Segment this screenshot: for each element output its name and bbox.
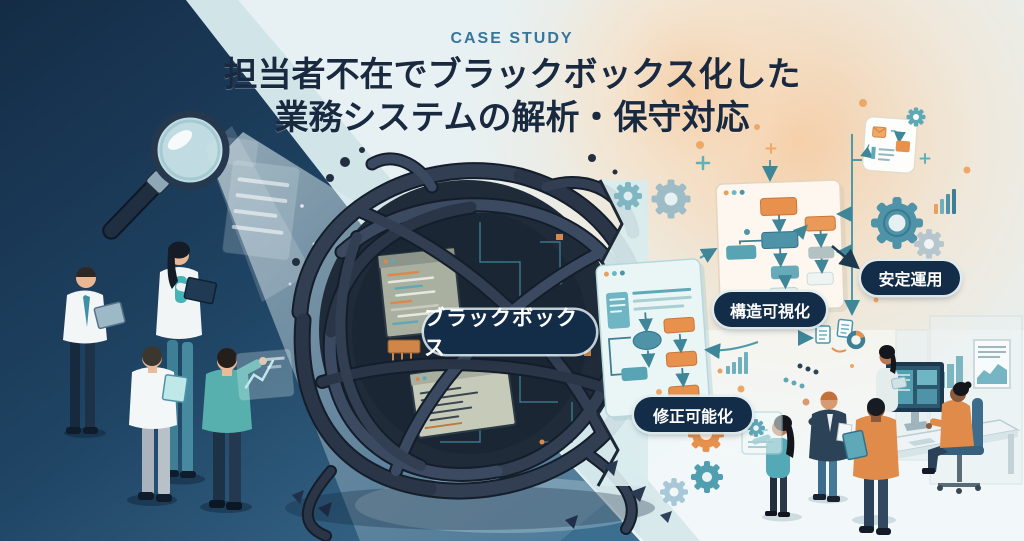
blackbox-label: ブラックボックス bbox=[424, 307, 596, 360]
donut-chart-icon bbox=[846, 330, 866, 350]
bar-chart-icon bbox=[934, 189, 956, 214]
gear-icon bbox=[747, 419, 765, 437]
ink-splashes bbox=[292, 147, 618, 266]
person-engineer-pointing bbox=[200, 348, 267, 513]
person-analyst-tablet bbox=[63, 267, 126, 438]
structure-visualization-label: 構造可視化 bbox=[714, 292, 826, 327]
debris bbox=[292, 460, 672, 529]
hologram-chart-screen bbox=[235, 349, 295, 401]
gear-icon bbox=[914, 229, 944, 259]
arrow-back-left bbox=[704, 341, 759, 360]
accent-dots bbox=[656, 99, 971, 395]
ghost-window bbox=[219, 136, 316, 286]
person-engineer-notepad bbox=[127, 346, 189, 506]
stable-operation-label: 安定運用 bbox=[861, 261, 960, 295]
tangle-shadow bbox=[285, 486, 655, 530]
person-discussion-leader bbox=[802, 391, 853, 504]
office-chair bbox=[937, 398, 984, 494]
workflow-card bbox=[860, 116, 918, 174]
orange-flow-arrow bbox=[831, 347, 847, 353]
person-standing-presenter bbox=[876, 345, 907, 412]
hologram-gear-panel bbox=[741, 411, 783, 455]
arrow-fix-to-structure bbox=[699, 248, 718, 263]
magnifier-icon bbox=[102, 110, 230, 240]
bar-chart-icon bbox=[717, 352, 748, 374]
document-icon bbox=[836, 318, 854, 339]
gear-icon bbox=[691, 461, 723, 493]
person-tablet-reviewer bbox=[842, 398, 899, 535]
whiteboard bbox=[938, 339, 1011, 389]
gear-icon bbox=[614, 182, 642, 210]
fixability-label: 修正可能化 bbox=[634, 397, 752, 432]
gear-icon bbox=[651, 179, 691, 219]
keyboard-icon bbox=[908, 438, 936, 446]
document-icon bbox=[815, 325, 831, 344]
flowchart-window-fix bbox=[595, 258, 714, 421]
person-seated-operator bbox=[922, 381, 974, 474]
gear-icon bbox=[906, 107, 926, 127]
arrow-to-stable bbox=[831, 245, 860, 270]
flowchart-window-structure bbox=[715, 179, 849, 316]
ellipsis-dots bbox=[783, 363, 819, 389]
gear-icon bbox=[660, 478, 688, 506]
gear-icon bbox=[871, 197, 923, 249]
